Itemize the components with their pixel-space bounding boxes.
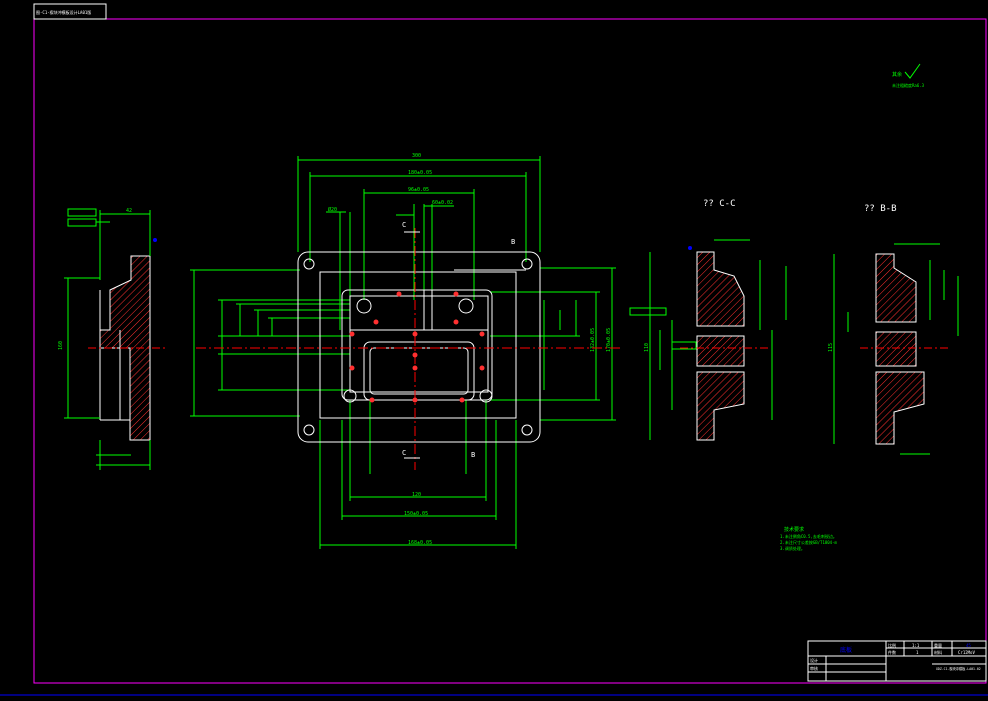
section-bb-view: ?? B-B 115 [828, 204, 959, 455]
title-weight-label: 重量 [934, 642, 942, 648]
dim-bottom-2: 150±0.05 [404, 511, 428, 517]
tech-line-2: 2.未注尺寸公差按GB/T1804-m [780, 539, 837, 545]
dim-right-overall: 170±0.05 [606, 328, 612, 352]
title-material-label: 材料 [934, 649, 942, 655]
title-checker: 审核 [810, 665, 818, 671]
section-cc-view: ?? C-C 110 [629, 199, 787, 441]
dim-right-2: 132±0.05 [590, 328, 596, 352]
dim-bottom-1: 120 [412, 492, 421, 498]
cut-marker-c-top: C [402, 221, 406, 229]
tech-line-1: 1.未注倒角C0.5,去毛刺锐边。 [780, 533, 837, 539]
left-view-top-dim: 42 [126, 208, 132, 214]
dim-top-3: 96±0.05 [408, 187, 429, 193]
main-plan-view: 300 180±0.05 96±0.05 60±0.02 Ø20 [190, 153, 620, 549]
dim-top-overall: 300 [412, 153, 421, 159]
tech-line-3: 3.调质处理。 [780, 545, 805, 551]
file-tag-box [33, 3, 107, 20]
section-cc-label: ?? C-C [703, 199, 736, 209]
dim-bottom-3: 168±0.05 [408, 540, 432, 546]
file-tag: 图-C1-楔块冲模板设计LA01版 [36, 9, 91, 15]
cut-marker-c-bottom: C [402, 449, 406, 457]
title-scale-label: 比例 [888, 642, 896, 648]
title-drawing-no: XDZ-C1-楔块冲模板-LA01-02 [936, 666, 981, 671]
title-material: 45 [966, 643, 971, 648]
roughness-note-text: 其余 [892, 71, 902, 78]
title-scale: 1:1 [912, 643, 920, 648]
roughness-sub-text: 未注粗糙度Ra6.3 [892, 82, 925, 88]
dim-top-5: Ø20 [328, 206, 337, 213]
dim-top-2: 180±0.05 [408, 170, 432, 176]
section-bb-label: ?? B-B [864, 204, 897, 214]
title-designer: 设计 [810, 657, 818, 663]
section-bb-height: 115 [828, 343, 834, 352]
roughness-note: 其余 未注粗糙度Ra6.3 [892, 63, 925, 88]
left-side-view: 160 42 [58, 208, 165, 470]
cut-marker-b-top: B [511, 238, 515, 246]
outer-frame [33, 18, 987, 684]
left-view-height-dim: 160 [58, 341, 64, 350]
title-part-name: 底板 [840, 646, 852, 654]
title-qty-label: 件数 [888, 649, 896, 655]
base-plate-outline [297, 251, 541, 443]
cut-marker-b-bottom: B [471, 451, 475, 459]
title-qty: 1 [916, 650, 919, 655]
dim-top-4: 60±0.02 [432, 200, 453, 206]
title-material-2: Cr12MoV [958, 650, 975, 655]
section-cc-height: 110 [644, 343, 650, 352]
title-block [807, 640, 987, 682]
technical-requirements: 技术要求 1.未注倒角C0.5,去毛刺锐边。 2.未注尺寸公差按GB/T1804… [780, 526, 837, 551]
tech-title: 技术要求 [784, 526, 804, 533]
